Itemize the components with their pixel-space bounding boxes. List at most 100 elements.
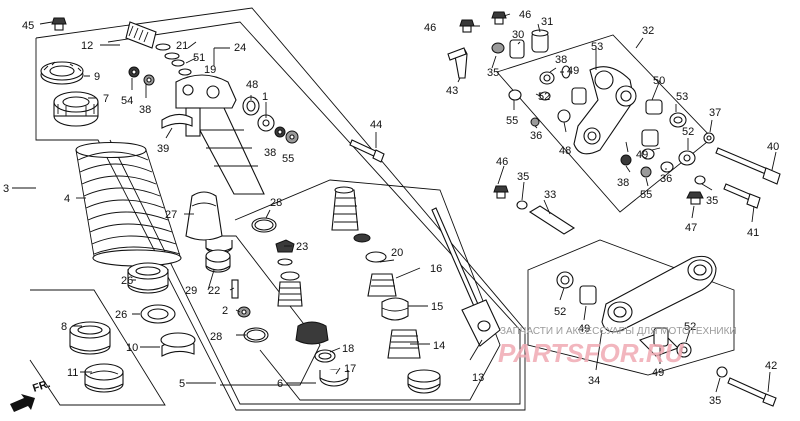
callout-12: 12 — [81, 40, 93, 52]
washer-37 — [703, 132, 715, 144]
damper-stack-left — [275, 239, 349, 387]
callout-38c: 38 — [555, 54, 567, 66]
callout-27: 27 — [165, 209, 177, 221]
leader-lines — [12, 13, 777, 393]
callout-35d: 35 — [709, 395, 721, 407]
callout-28b: 28 — [210, 331, 222, 343]
callout-48a: 48 — [246, 79, 258, 91]
callout-46b: 46 — [519, 9, 531, 21]
callout-29: 29 — [185, 285, 197, 297]
callout-39: 39 — [157, 143, 169, 155]
spring-guide-11 — [84, 363, 124, 393]
callout-22: 22 — [208, 285, 220, 297]
callout-34: 34 — [588, 375, 600, 387]
callout-23: 23 — [296, 241, 308, 253]
callout-51: 51 — [193, 52, 205, 64]
rebound-parts-29-22 — [205, 249, 251, 318]
callout-26a: 26 — [121, 275, 133, 287]
callout-53b: 53 — [676, 91, 688, 103]
shock-arm-50 — [573, 66, 637, 155]
circlip-28b — [243, 327, 269, 343]
callout-38a: 38 — [139, 104, 151, 116]
callout-54: 54 — [121, 95, 133, 107]
bolt-41 — [723, 183, 761, 209]
callout-43: 43 — [446, 85, 458, 97]
circlip-28a — [251, 217, 277, 233]
callout-1: 1 — [262, 91, 268, 103]
callout-36a: 36 — [530, 130, 542, 142]
rubber-bumper-27 — [185, 191, 233, 254]
callout-49b: 49 — [636, 149, 648, 161]
callout-33: 33 — [544, 189, 556, 201]
front-arrow-icon: FR. — [10, 378, 52, 412]
callout-5: 5 — [179, 378, 185, 390]
spring-seat-26b — [140, 304, 176, 324]
callout-44: 44 — [370, 119, 382, 131]
callout-35a: 35 — [487, 67, 499, 79]
callout-16: 16 — [430, 263, 442, 275]
callout-15: 15 — [431, 301, 443, 313]
callout-42: 42 — [765, 360, 777, 372]
callout-11: 11 — [67, 367, 78, 379]
washer-35-right — [694, 175, 706, 185]
callout-30: 30 — [512, 29, 524, 41]
callout-8: 8 — [61, 321, 67, 333]
callout-55c: 55 — [640, 189, 652, 201]
collar-33-and-seals — [493, 185, 576, 235]
callout-4: 4 — [64, 193, 70, 205]
callout-53a: 53 — [591, 41, 603, 53]
shock-body-assembly — [125, 21, 265, 195]
callout-26b: 26 — [115, 309, 127, 321]
callout-45: 45 — [22, 20, 34, 32]
callout-47: 47 — [685, 222, 697, 234]
callout-3: 3 — [3, 183, 9, 195]
callout-13: 13 — [472, 372, 484, 384]
bolt-44 — [349, 139, 385, 163]
callout-2: 2 — [222, 305, 228, 317]
callout-24: 24 — [234, 42, 246, 54]
callout-32: 32 — [642, 25, 654, 37]
pin-bolt-40 — [715, 147, 781, 185]
top-center-fasteners — [447, 11, 549, 79]
callout-31: 31 — [541, 16, 553, 28]
callout-48b: 48 — [559, 145, 571, 157]
callout-6: 6 — [277, 378, 283, 390]
callout-37: 37 — [709, 107, 721, 119]
callout-38d: 38 — [617, 177, 629, 189]
callout-55a: 55 — [282, 153, 294, 165]
callout-46c: 46 — [496, 156, 508, 168]
linkage-bushings — [508, 65, 696, 178]
callout-52b: 52 — [682, 126, 694, 138]
rod-bushings-52-49 — [556, 271, 728, 378]
callout-18: 18 — [342, 343, 354, 355]
callout-52d: 52 — [684, 321, 696, 333]
callout-41: 41 — [747, 227, 759, 239]
watermark: ЗАПЧАСТИ И АКСЕССУАРЫ ДЛЯ МОТОТЕХНИКИ PA… — [498, 326, 737, 368]
bolt-42 — [727, 377, 777, 407]
callout-55b: 55 — [506, 115, 518, 127]
small-parts-top-left — [51, 17, 155, 86]
callout-21: 21 — [176, 40, 188, 52]
bearing-parts-48-1-38-55 — [242, 96, 299, 144]
watermark-tagline: ЗАПЧАСТИ И АКСЕССУАРЫ ДЛЯ МОТОТЕХНИКИ — [500, 326, 737, 337]
callout-49d: 49 — [652, 367, 664, 379]
callout-40: 40 — [767, 141, 779, 153]
callout-numbers: 45 12 9 7 3 4 26 26 10 8 11 5 6 21 24 51… — [3, 9, 779, 407]
spring-seat-26a — [127, 262, 169, 294]
callout-50: 50 — [653, 75, 665, 87]
stopper-ring-10 — [160, 332, 196, 357]
callout-20: 20 — [391, 247, 403, 259]
callout-19: 19 — [204, 64, 216, 76]
coil-spring-4 — [75, 141, 182, 267]
callout-9: 9 — [94, 71, 100, 83]
callout-52a: 52 — [538, 91, 550, 103]
callout-36b: 36 — [660, 173, 672, 185]
callout-14: 14 — [433, 340, 445, 352]
callout-38b: 38 — [264, 147, 276, 159]
callout-28a: 28 — [270, 197, 282, 209]
spring-seat-stopper-9 — [40, 61, 84, 85]
callout-35b: 35 — [706, 195, 718, 207]
callout-17: 17 — [344, 363, 356, 375]
spring-guide-8 — [69, 321, 111, 355]
